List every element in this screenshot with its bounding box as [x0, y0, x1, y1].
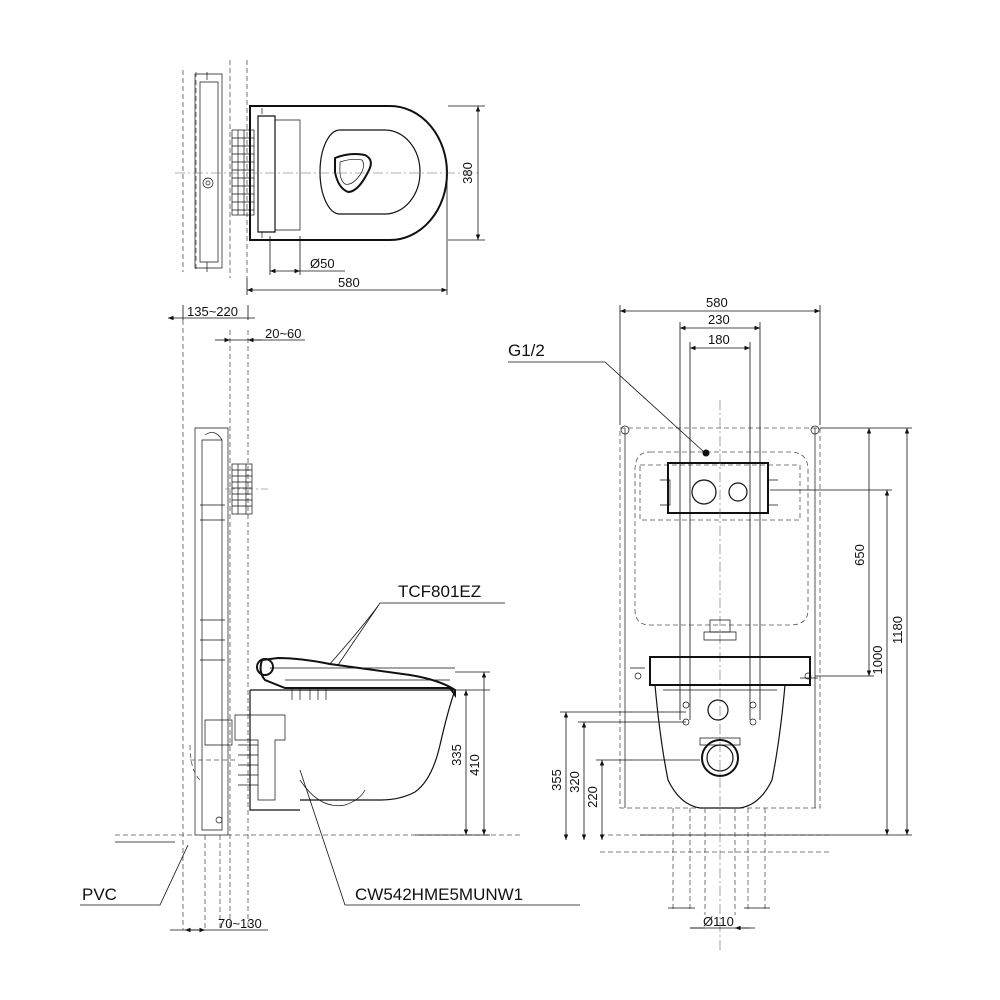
bowl-model-label: CW542HME5MUNW1	[355, 885, 523, 904]
front-220-dim: 220	[585, 786, 600, 808]
inlet-label: G1/2	[508, 341, 545, 360]
top-depth-dim: 380	[460, 162, 475, 184]
seat-model-label: TCF801EZ	[398, 582, 481, 601]
top-width-dim: 580	[338, 275, 360, 290]
pvc-label: PVC	[82, 885, 117, 904]
top-view: 380 Ø50 580	[175, 60, 485, 295]
front-320-dim: 320	[567, 771, 582, 793]
front-frame-dim: 580	[706, 295, 728, 310]
front-total-dim: 1000	[870, 646, 885, 675]
front-bolts-dim: 180	[708, 332, 730, 347]
flush-plate	[660, 462, 778, 514]
front-view: 580 230 180 G1/2 650 1000 1180 355 320 2…	[508, 295, 912, 950]
side-pipe	[189, 714, 286, 801]
front-frame-height-dim: 1180	[890, 616, 905, 644]
side-wall-top-dim: 135~220	[187, 304, 238, 319]
side-rim-dim: 335	[449, 744, 464, 766]
side-offset-dim: 20~60	[265, 326, 302, 341]
front-outlet-dim: Ø110	[703, 914, 734, 929]
top-pipe-dim: Ø50	[310, 256, 335, 271]
side-view: 135~220 20~60 70~130 335 410 TCF801EZ CW…	[80, 304, 580, 933]
side-bottom-dim: 70~130	[218, 916, 262, 931]
top-grille	[231, 129, 255, 216]
front-plate-dim: 230	[708, 312, 730, 327]
front-355-dim: 355	[549, 769, 564, 791]
side-top-dim: 410	[467, 754, 482, 776]
front-plate-height-dim: 650	[852, 544, 867, 566]
